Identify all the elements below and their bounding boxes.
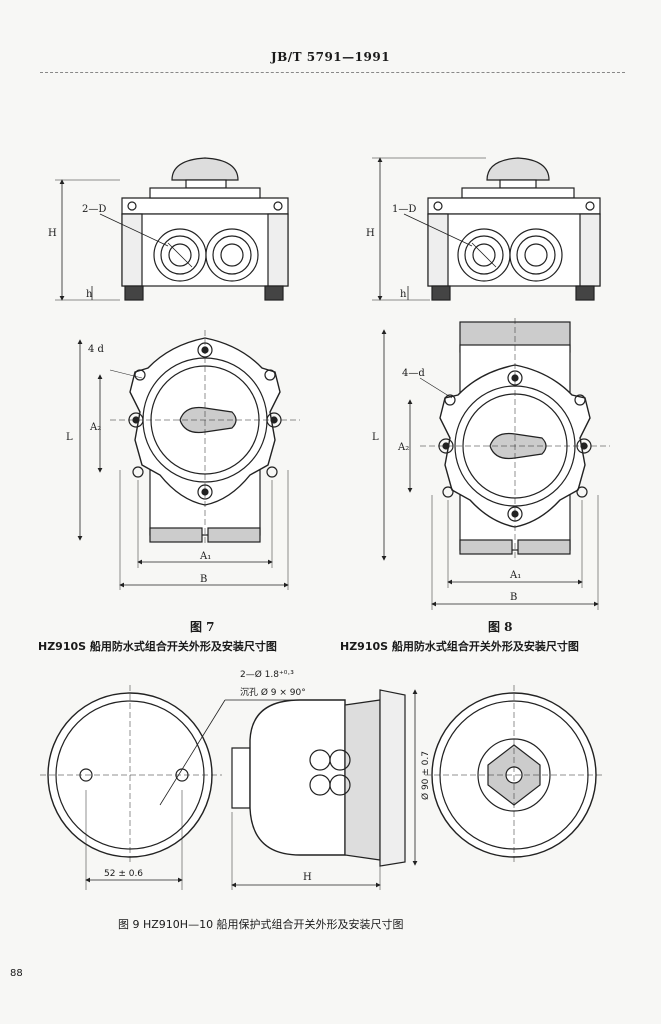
fig7-l-label: L	[66, 432, 73, 443]
fig9-front-view	[40, 685, 310, 890]
fig9-rear-view	[425, 685, 605, 865]
fig8-hole-label: 1—D	[392, 204, 416, 215]
page-number: 88	[10, 968, 23, 979]
fig8-a1-label: A₁	[509, 570, 521, 581]
fig8-number: 图 8	[488, 620, 513, 634]
fig7-caption: HZ910S 船用防水式组合开关外形及安装尺寸图	[38, 640, 277, 653]
fig8-top-view	[381, 318, 610, 610]
fig8-l-label: L	[372, 432, 379, 443]
fig7-hole-label: 2—D	[82, 204, 106, 215]
fig7-a1-label: A₁	[199, 551, 211, 562]
fig8-caption: HZ910S 船用防水式组合开关外形及安装尺寸图	[340, 640, 579, 653]
fig9-diameter-label: Ø 90 ± 0.7	[420, 751, 431, 800]
fig9-side-view	[231, 689, 418, 890]
fig9-countersink-label: 沉孔 Ø 9 × 90°	[240, 687, 306, 698]
fig8-mount-label: 4—d	[402, 368, 425, 379]
fig7-number: 图 7	[190, 620, 215, 634]
standard-code: JB/T 5791—1991	[270, 50, 391, 64]
fig8-side-view	[372, 157, 601, 301]
fig8-a2-label: A₂	[397, 442, 409, 453]
fig7-side-view	[55, 157, 289, 301]
fig7-b-label: B	[200, 574, 207, 585]
fig9-caption: 图 9 HZ910H—10 船用保护式组合开关外形及安装尺寸图	[118, 918, 404, 931]
fig7-top-view	[77, 330, 300, 590]
fig8-hbase-label: h	[400, 289, 407, 300]
fig9-height-label: H	[303, 872, 312, 883]
fig7-h-label: H	[48, 228, 57, 239]
fig7-a2-label: A₂	[89, 422, 101, 433]
fig7-hbase-label: h	[86, 289, 93, 300]
fig7-mount-label: 4 d	[88, 344, 105, 355]
fig8-b-label: B	[510, 592, 517, 603]
fig8-h-label: H	[366, 228, 375, 239]
header-rule	[40, 72, 625, 73]
fig9-spacing-label: 52 ± 0.6	[104, 869, 143, 879]
fig9-holes-label: 2—Ø 1.8⁺⁰·³	[240, 669, 294, 680]
